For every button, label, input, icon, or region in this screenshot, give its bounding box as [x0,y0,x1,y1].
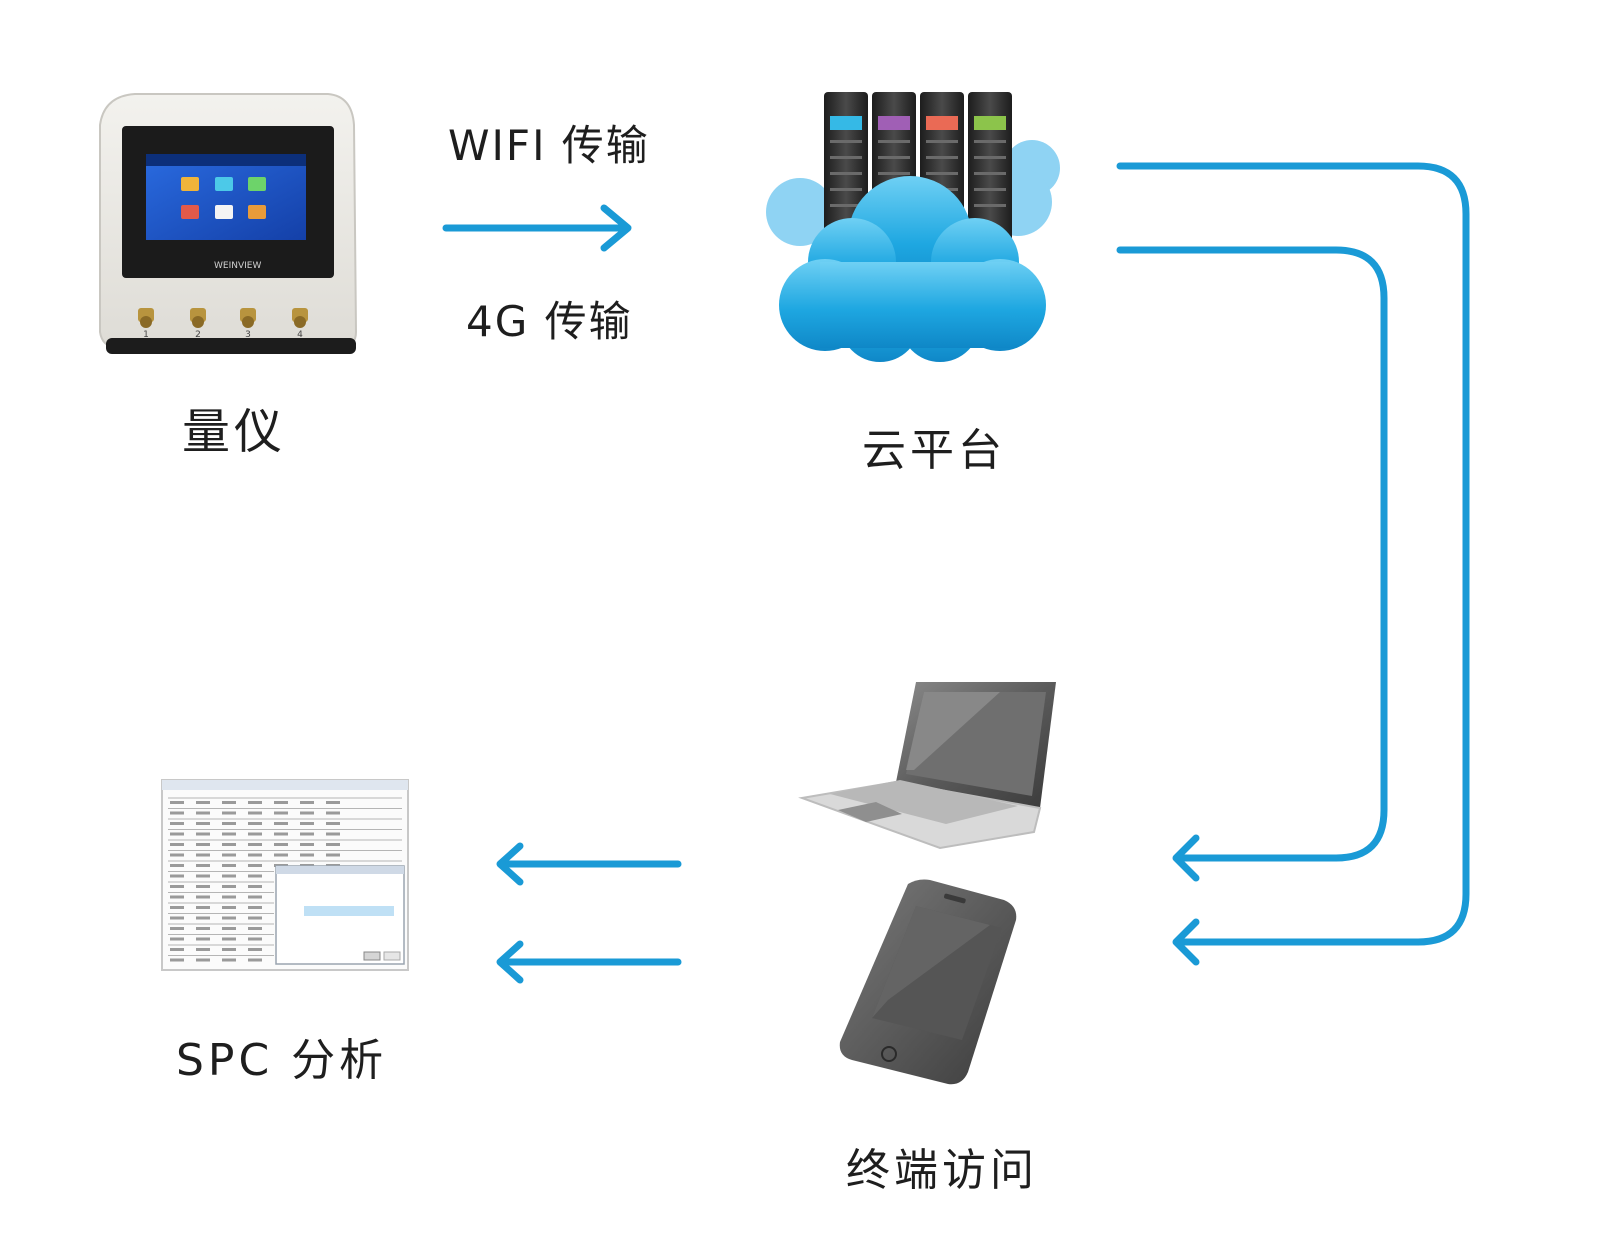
gauge-port-number: 2 [195,330,201,340]
spc-label: SPC 分析 [176,1035,388,1086]
gauge-device-image: WEINVIEW 1 2 3 4 [99,93,358,354]
gauge-port-1: 1 [138,308,154,340]
gauge-port-number: 3 [245,330,251,340]
cloud-server-image [766,92,1060,362]
connector-cloud-to-terminals-inner [1116,246,1388,882]
gauge-port-number: 4 [297,330,303,340]
edge-label-wifi: WIFI 传输 [448,121,650,170]
phone-image [839,879,1017,1085]
edge-label-4g: 4G 传输 [466,297,633,346]
gauge-label: 量仪 [182,404,287,460]
terminals-label: 终端访问 [846,1145,1038,1196]
connector-cloud-to-terminals-outer [1116,162,1470,966]
gauge-port-3: 3 [240,308,256,340]
arrow-terminals-to-spc-1 [496,842,682,886]
server-rack [968,92,1012,252]
arrow-terminals-to-spc-2 [496,940,682,984]
gauge-port-number: 1 [143,330,149,340]
gauge-port-4: 4 [292,308,308,340]
arrow-gauge-to-cloud [442,204,632,252]
gauge-brand-text: WEINVIEW [214,261,261,271]
laptop-image [798,682,1056,850]
cloud-label: 云平台 [862,425,1006,476]
gauge-port-2: 2 [190,308,206,340]
spc-software-screenshot [161,779,409,971]
